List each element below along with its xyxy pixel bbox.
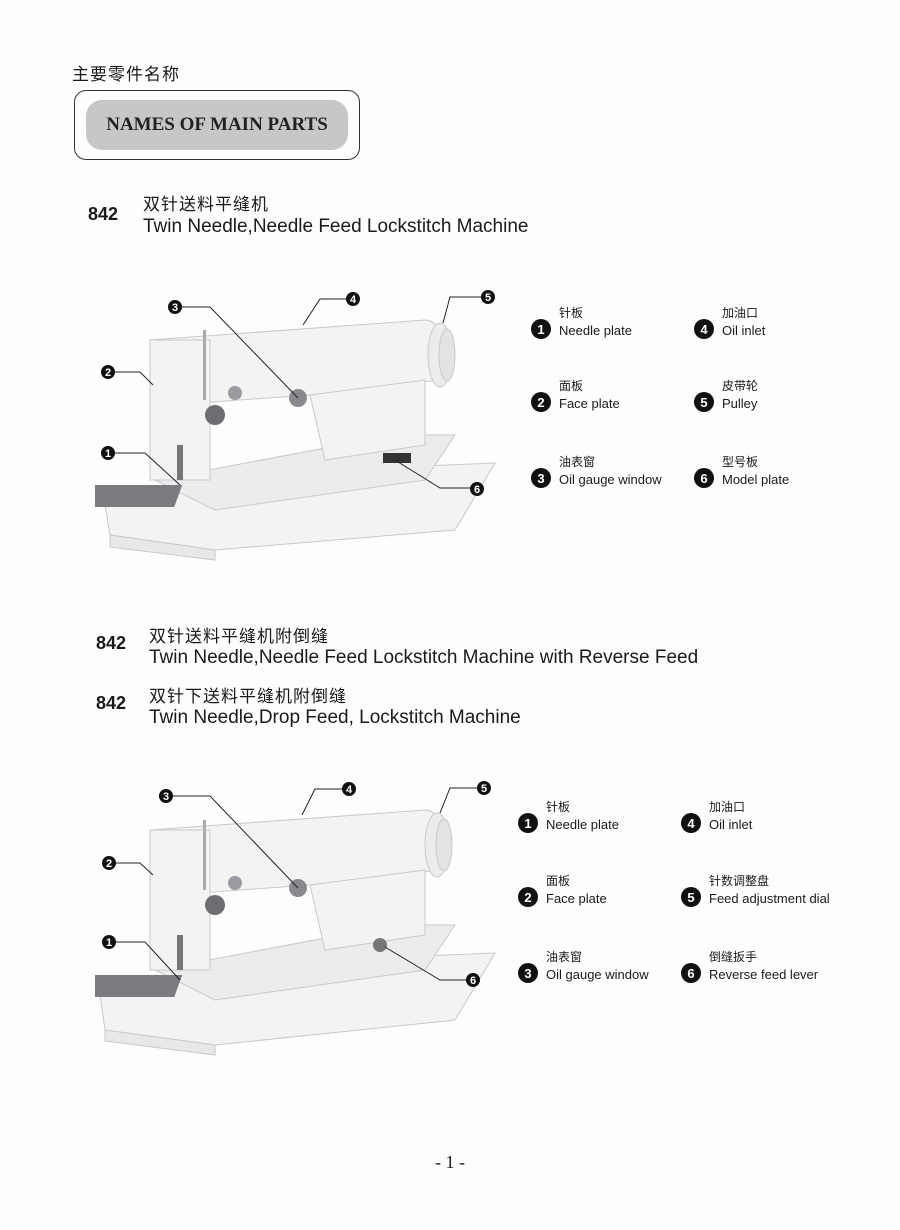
part-name-cn: 油表窗 — [559, 455, 596, 469]
page-heading-cn: 主要零件名称 — [72, 65, 180, 85]
model-title-cn: 双针下送料平缝机附倒缝 — [149, 687, 347, 707]
callout-number: 5 — [681, 887, 701, 907]
part-name-en: Oil inlet — [722, 323, 766, 338]
svg-text:4: 4 — [350, 294, 357, 306]
svg-text:6: 6 — [470, 975, 476, 987]
part-name-cn: 针板 — [546, 800, 571, 814]
part-name-en: Needle plate — [559, 323, 632, 338]
callout-number: 4 — [681, 813, 701, 833]
part-name-cn: 皮带轮 — [722, 379, 759, 393]
part-name-en: Oil gauge window — [559, 472, 662, 487]
svg-text:1: 1 — [105, 448, 111, 460]
svg-text:5: 5 — [481, 783, 487, 795]
model-title-en: Twin Needle,Needle Feed Lockstitch Machi… — [143, 216, 529, 237]
callout-number: 4 — [694, 319, 714, 339]
svg-text:6: 6 — [474, 484, 480, 496]
callout-number: 5 — [694, 392, 714, 412]
svg-text:1: 1 — [106, 937, 112, 949]
part-name-cn: 型号板 — [722, 455, 759, 469]
part-name-cn: 针板 — [559, 306, 584, 320]
part-name-en: Face plate — [559, 396, 620, 411]
callout-number: 1 — [518, 813, 538, 833]
part-name-cn: 面板 — [559, 379, 584, 393]
section-banner: NAMES OF MAIN PARTS — [86, 100, 348, 150]
part-name-en: Reverse feed lever — [709, 967, 819, 982]
callout-number: 1 — [531, 319, 551, 339]
part-name-en: Pulley — [722, 396, 758, 411]
model-title-cn: 双针送料平缝机 — [143, 195, 269, 215]
model-code: 842 — [96, 693, 127, 713]
svg-text:5: 5 — [485, 292, 491, 304]
page-number: - 1 - — [435, 1152, 465, 1172]
model-title-en: Twin Needle,Needle Feed Lockstitch Machi… — [149, 647, 699, 668]
part-name-cn: 面板 — [546, 874, 571, 888]
part-name-cn: 加油口 — [722, 306, 759, 320]
part-name-en: Face plate — [546, 891, 607, 906]
part-name-cn: 加油口 — [709, 800, 746, 814]
part-name-en: Oil inlet — [709, 817, 753, 832]
sewing-machine-illustration: 3 4 5 2 1 6 — [95, 290, 496, 561]
callout-number: 6 — [694, 468, 714, 488]
model-title-cn: 双针送料平缝机附倒缝 — [149, 627, 329, 647]
svg-text:2: 2 — [105, 367, 111, 379]
callout-number: 2 — [531, 392, 551, 412]
model-title-en: Twin Needle,Drop Feed, Lockstitch Machin… — [149, 707, 521, 728]
model-code: 842 — [96, 633, 127, 653]
part-name-en: Model plate — [722, 472, 790, 487]
callout-number: 3 — [531, 468, 551, 488]
callout-number: 3 — [518, 963, 538, 983]
callout-number: 2 — [518, 887, 538, 907]
sewing-machine-illustration: 3 4 5 2 1 6 — [95, 781, 496, 1056]
svg-text:3: 3 — [163, 791, 169, 803]
svg-text:3: 3 — [172, 302, 178, 314]
part-name-cn: 针数调整盘 — [709, 874, 770, 888]
part-name-cn: 油表窗 — [546, 950, 583, 964]
part-name-en: Needle plate — [546, 817, 619, 832]
callout-number: 6 — [681, 963, 701, 983]
part-name-en: Oil gauge window — [546, 967, 649, 982]
part-name-en: Feed adjustment dial — [709, 891, 830, 906]
svg-text:2: 2 — [106, 858, 112, 870]
svg-text:4: 4 — [346, 784, 353, 796]
model-code: 842 — [88, 204, 119, 224]
part-name-cn: 倒缝扳手 — [709, 950, 758, 964]
banner-frame — [74, 90, 360, 160]
